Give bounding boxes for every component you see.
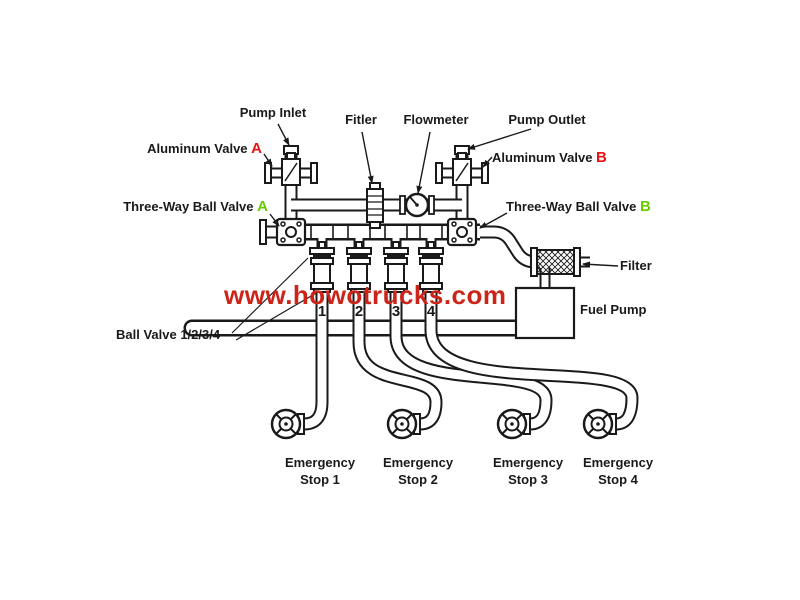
label-emergency-stop-1: Emergency Stop 1 bbox=[284, 455, 356, 487]
valve-number-2: 2 bbox=[354, 303, 364, 320]
label-aluminum-valve-b: Aluminum Valve B bbox=[492, 149, 607, 166]
drop-pipes bbox=[303, 290, 639, 431]
flowmeter-gauge bbox=[399, 192, 435, 218]
ball-valve-3 bbox=[383, 238, 409, 293]
label-fuel-pump: Fuel Pump bbox=[580, 302, 647, 317]
label-emergency-stop-3: Emergency Stop 3 bbox=[492, 455, 564, 487]
emergency-stop-valve-1 bbox=[270, 408, 305, 440]
label-three-way-valve-b: Three-Way Ball Valve B bbox=[506, 198, 651, 215]
ball-valve-2 bbox=[346, 238, 372, 293]
fuel-pump-box bbox=[514, 286, 576, 340]
aluminum-valve-b bbox=[435, 145, 489, 186]
inline-filter bbox=[366, 182, 384, 229]
label-emergency-stop-4: Emergency Stop 4 bbox=[582, 455, 654, 487]
emergency-stop-valve-4 bbox=[582, 408, 617, 440]
label-emergency-stop-2: Emergency Stop 2 bbox=[382, 455, 454, 487]
label-filter: Filter bbox=[620, 258, 652, 273]
label-ball-valves: Ball Valve 1/2/3/4 bbox=[116, 327, 221, 342]
label-pump-outlet: Pump Outlet bbox=[508, 112, 586, 127]
label-pump-inlet: Pump Inlet bbox=[239, 105, 307, 120]
mesh-filter bbox=[530, 247, 590, 287]
watermark-text: www.howotrucks.com bbox=[224, 280, 507, 310]
ball-valve-1 bbox=[309, 238, 335, 293]
valve-number-1: 1 bbox=[317, 303, 327, 320]
emergency-stop-valve-3 bbox=[496, 408, 531, 440]
label-flowmeter: Flowmeter bbox=[403, 112, 469, 127]
three-way-valve-b bbox=[446, 217, 478, 247]
leader-arrows bbox=[231, 123, 619, 341]
label-fitler: Fitler bbox=[345, 112, 377, 127]
valve-number-4: 4 bbox=[426, 303, 436, 320]
label-aluminum-valve-a: Aluminum Valve A bbox=[147, 140, 262, 157]
emergency-stop-valve-2 bbox=[386, 408, 421, 440]
label-three-way-valve-a: Three-Way Ball Valve A bbox=[123, 198, 268, 215]
valve-number-3: 3 bbox=[391, 303, 401, 320]
three-way-valve-a bbox=[275, 217, 307, 247]
ball-valve-4 bbox=[418, 238, 444, 293]
aluminum-valve-a bbox=[264, 145, 318, 186]
